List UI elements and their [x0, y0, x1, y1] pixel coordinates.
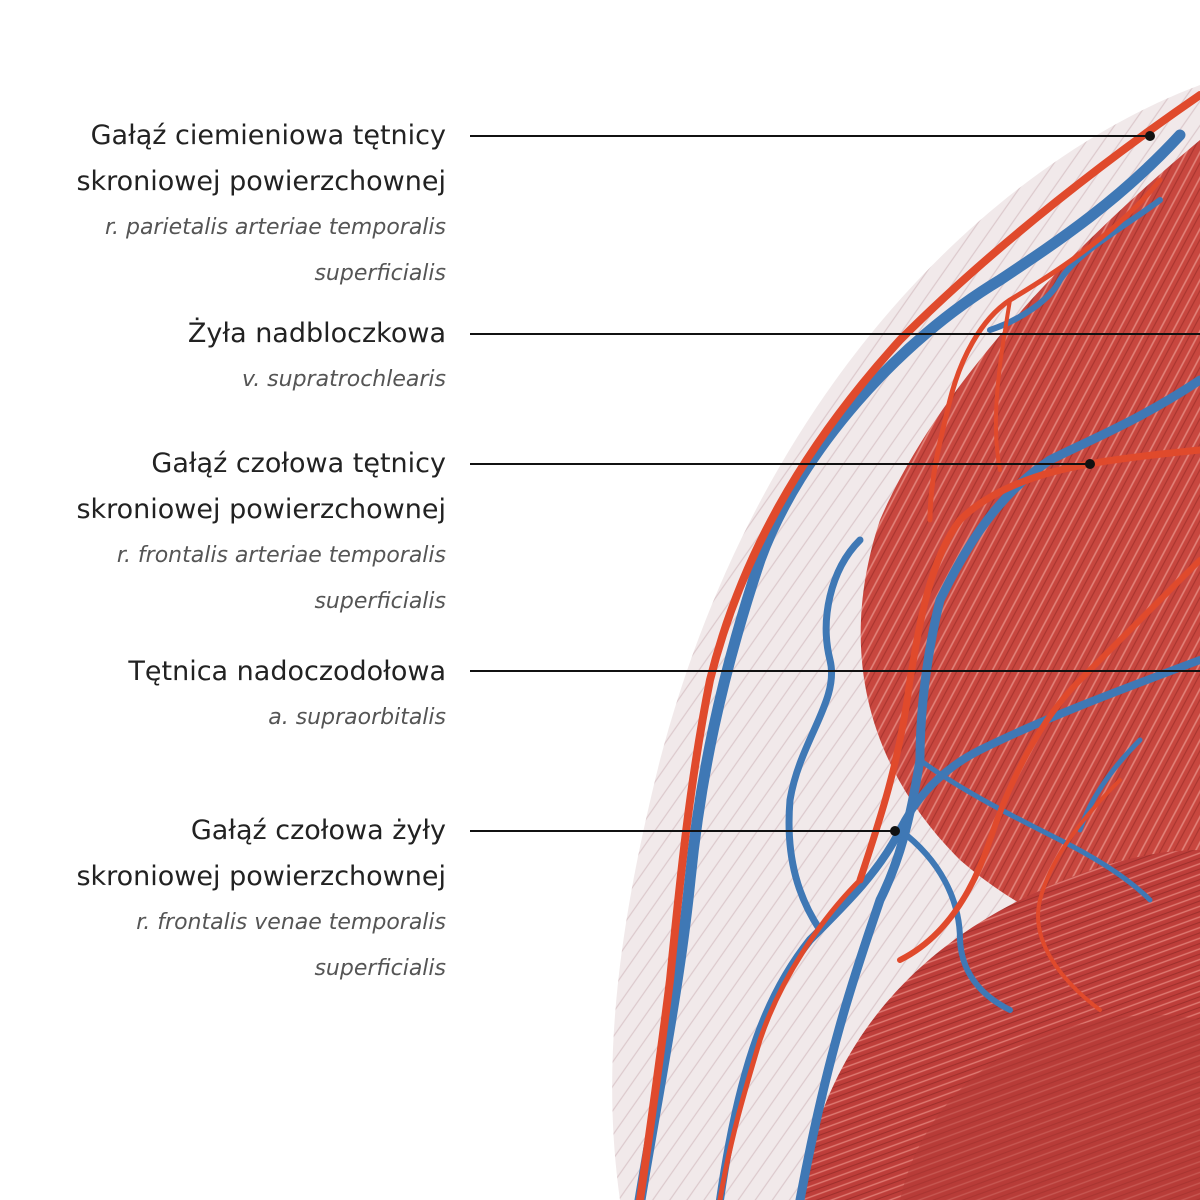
label-latin-line: superficialis [314, 589, 446, 614]
artery-branch-b [717, 877, 863, 1200]
frontalis-muscle [860, 140, 1200, 960]
label-polish-line: Żyła nadbloczkowa [187, 318, 446, 349]
label-latin-line: superficialis [314, 956, 446, 981]
label-polish-line: skroniowej powierzchownej [76, 166, 446, 197]
label-frontal-artery-branch: Gałąź czołowa tętnicy skroniowej powierz… [76, 441, 446, 625]
label-polish-line: Tętnica nadoczodołowa [128, 656, 446, 687]
label-latin-line: r. frontalis arteriae temporalis [116, 543, 446, 568]
label-polish-line: skroniowej powierzchownej [76, 861, 446, 892]
orbit-shadow [900, 1015, 1200, 1200]
artery-parietal-branch [636, 91, 1200, 1200]
artery-branch-c [1036, 778, 1122, 1012]
artery-frontal-branch [856, 446, 1200, 884]
vein-branch-d [917, 757, 1153, 903]
arteries [636, 91, 1200, 1200]
label-latin-line: r. frontalis venae temporalis [136, 910, 446, 935]
leader-dot-1 [1145, 131, 1155, 141]
veins [634, 129, 1200, 1200]
label-latin-line: superficialis [314, 261, 446, 286]
head-region [612, 85, 1200, 1200]
vein-supratrochlear [795, 375, 1200, 1200]
label-polish-line: Gałąź czołowa tętnicy [151, 448, 446, 479]
label-latin-line: r. parietalis arteriae temporalis [104, 215, 446, 240]
label-latin-line: v. supratrochlearis [241, 367, 446, 392]
leader-dot-3 [1085, 459, 1095, 469]
label-supraorbital-artery: Tętnica nadoczodołowa a. supraorbitalis [128, 649, 446, 741]
label-frontal-vein-branch: Gałąź czołowa żyły skroniowej powierzcho… [76, 808, 446, 992]
vein-main [634, 129, 1186, 1200]
artery-branch-d [993, 298, 1012, 472]
leader-dot-5 [890, 826, 900, 836]
label-polish-line: Gałąź czołowa żyły [190, 815, 446, 846]
label-polish-line: Gałąź ciemieniowa tętnicy [90, 120, 446, 151]
leader-dots [890, 131, 1155, 836]
label-supratrochlear-vein: Żyła nadbloczkowa v. supratrochlearis [188, 311, 446, 403]
vein-branch-b [987, 197, 1163, 333]
vein-branch-a [785, 536, 864, 934]
vein-branch-c [897, 827, 1013, 1013]
label-polish-line: skroniowej powierzchownej [76, 494, 446, 525]
label-latin-line: a. supraorbitalis [268, 705, 446, 730]
artery-supraorbital [897, 557, 1200, 963]
label-parietal-artery-branch: Gałąź ciemieniowa tętnicy skroniowej pow… [76, 113, 446, 297]
leader-lines [470, 135, 1200, 832]
